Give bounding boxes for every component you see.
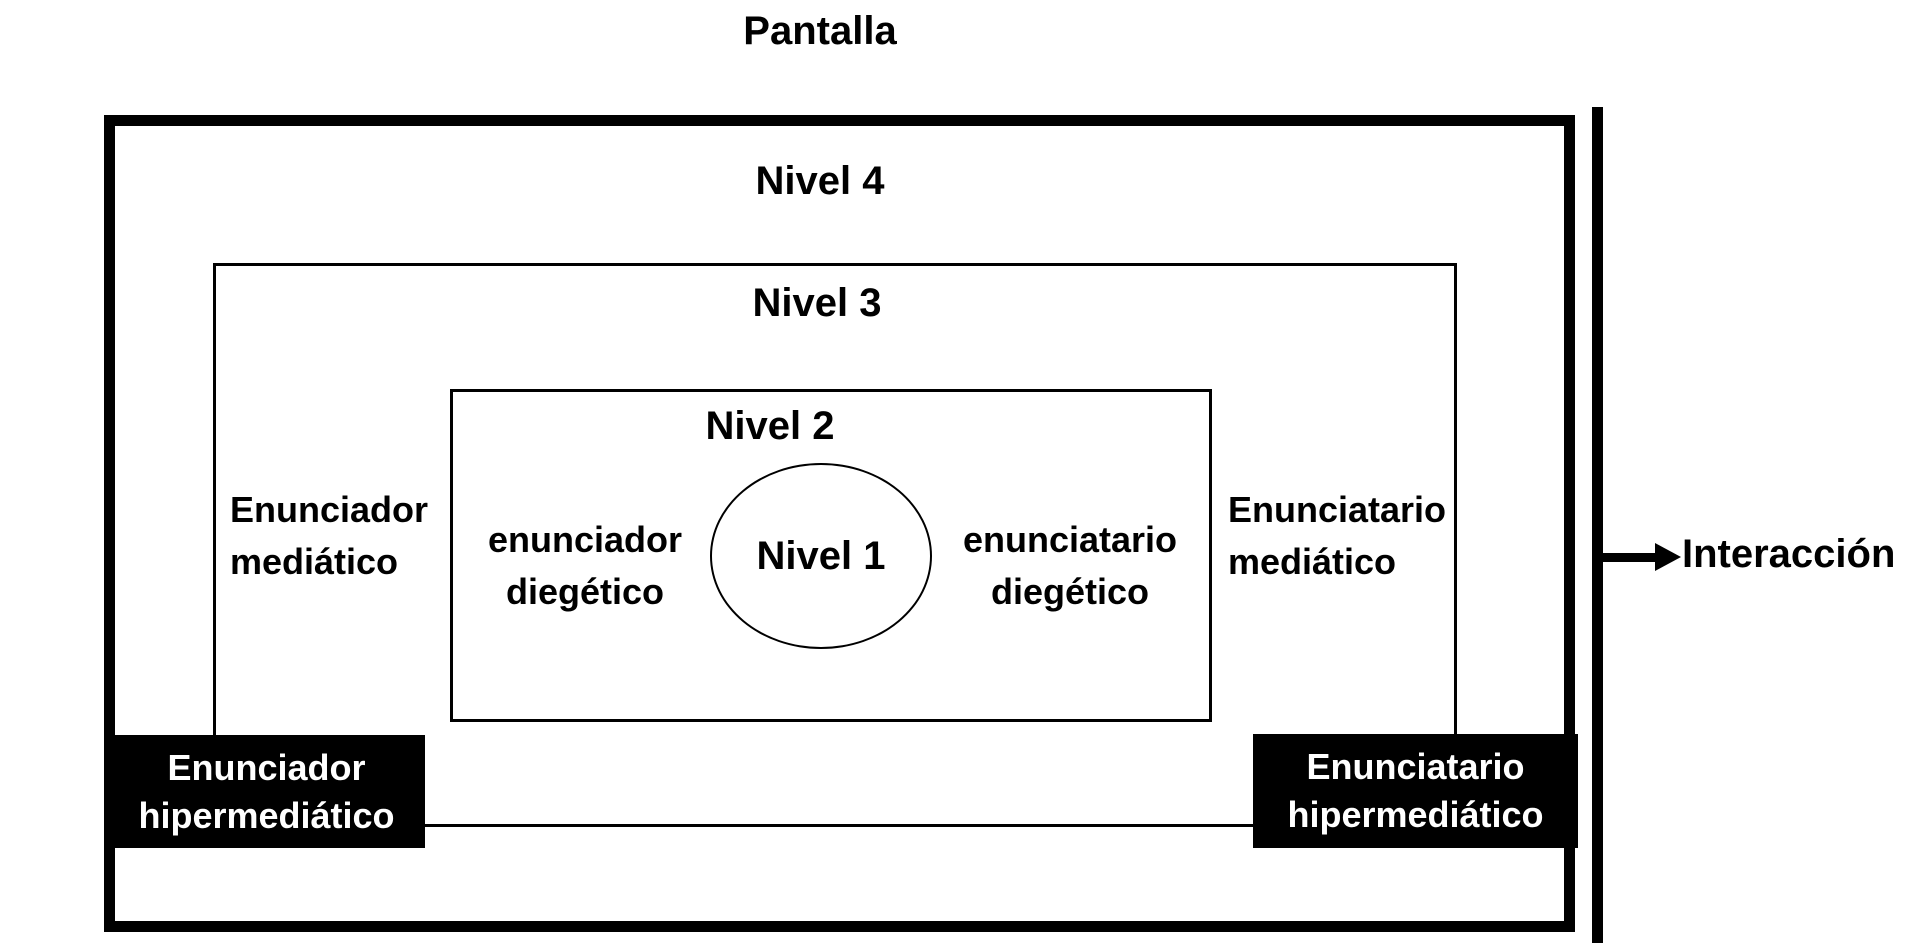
enunciatario-diegetico-label: enunciatario diegético xyxy=(962,519,1178,612)
nivel4-label: Nivel 4 xyxy=(755,159,885,203)
interaccion-label: Interacción xyxy=(1682,532,1896,576)
interaction-axis-line xyxy=(1592,107,1603,943)
enunciatario-hipermediatico-box: Enunciatario hipermediático xyxy=(1253,734,1578,848)
enunciador-mediatico-label: Enunciador mediático xyxy=(230,489,429,582)
nivel3-label: Nivel 3 xyxy=(752,281,882,325)
enunciador-hipermediatico-box: Enunciador hipermediático xyxy=(108,735,425,848)
nivel2-box xyxy=(450,389,1212,722)
enunciatario-mediatico-label: Enunciatario mediático xyxy=(1228,489,1447,582)
interaction-arrow-shaft xyxy=(1597,553,1659,562)
nivel4-box xyxy=(104,115,1575,932)
diagram-title: Pantalla xyxy=(743,9,897,53)
interaction-arrow-head-icon xyxy=(1655,543,1681,571)
enunciador-diegetico-label: enunciador diegético xyxy=(487,519,683,612)
nivel3-box xyxy=(213,263,1457,827)
nivel1-circle: Nivel 1 xyxy=(710,463,932,649)
nivel1-label: Nivel 1 xyxy=(756,534,886,578)
nivel2-label: Nivel 2 xyxy=(705,404,835,448)
